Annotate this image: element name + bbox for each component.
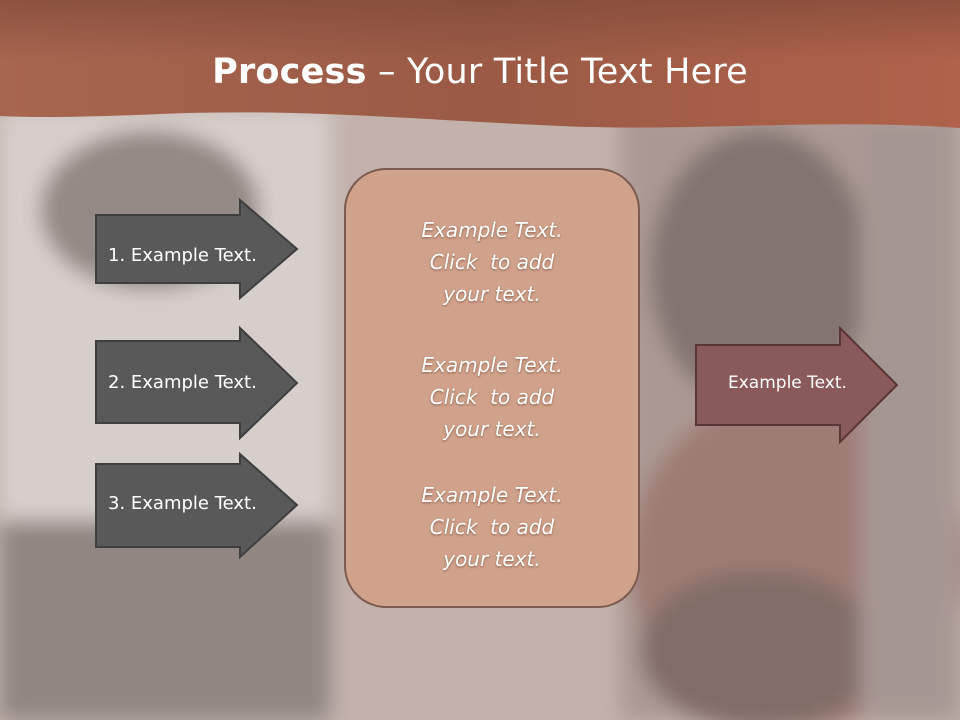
center-text-line: Click to add <box>429 250 555 274</box>
center-text-line: Example Text. <box>421 218 563 242</box>
right-arrow-label: Example Text. <box>728 373 847 393</box>
left-arrow-1: 1. Example Text. <box>94 197 300 301</box>
right-arrow-icon <box>95 451 299 560</box>
center-text-block-3: Example Text. Click to add your text. <box>346 479 638 575</box>
title-bold: Process <box>212 52 367 92</box>
center-text-line: Example Text. <box>421 483 563 507</box>
slide-title: Process – Your Title Text Here <box>0 52 960 92</box>
center-text-box: Example Text. Click to add your text. Ex… <box>344 168 640 608</box>
left-arrow-3-label: 3. Example Text. <box>108 493 257 514</box>
left-arrow-3: 3. Example Text. <box>94 451 300 560</box>
right-arrow-icon <box>95 197 299 301</box>
left-arrow-1-label: 1. Example Text. <box>108 245 257 266</box>
center-text-line: your text. <box>443 547 541 571</box>
center-text-block-1: Example Text. Click to add your text. <box>346 214 638 310</box>
center-text-line: your text. <box>443 282 541 306</box>
center-text-line: Click to add <box>429 515 555 539</box>
right-arrow-icon <box>695 325 899 445</box>
left-arrow-2-label: 2. Example Text. <box>108 372 257 393</box>
left-arrow-2: 2. Example Text. <box>94 325 300 441</box>
right-arrow-output: Example Text. <box>694 325 900 445</box>
center-text-line: Click to add <box>429 385 555 409</box>
center-text-line: your text. <box>443 417 541 441</box>
center-text-line: Example Text. <box>421 353 563 377</box>
title-rest: – Your Title Text Here <box>366 52 748 92</box>
center-text-block-2: Example Text. Click to add your text. <box>346 349 638 445</box>
right-arrow-icon <box>95 325 299 441</box>
